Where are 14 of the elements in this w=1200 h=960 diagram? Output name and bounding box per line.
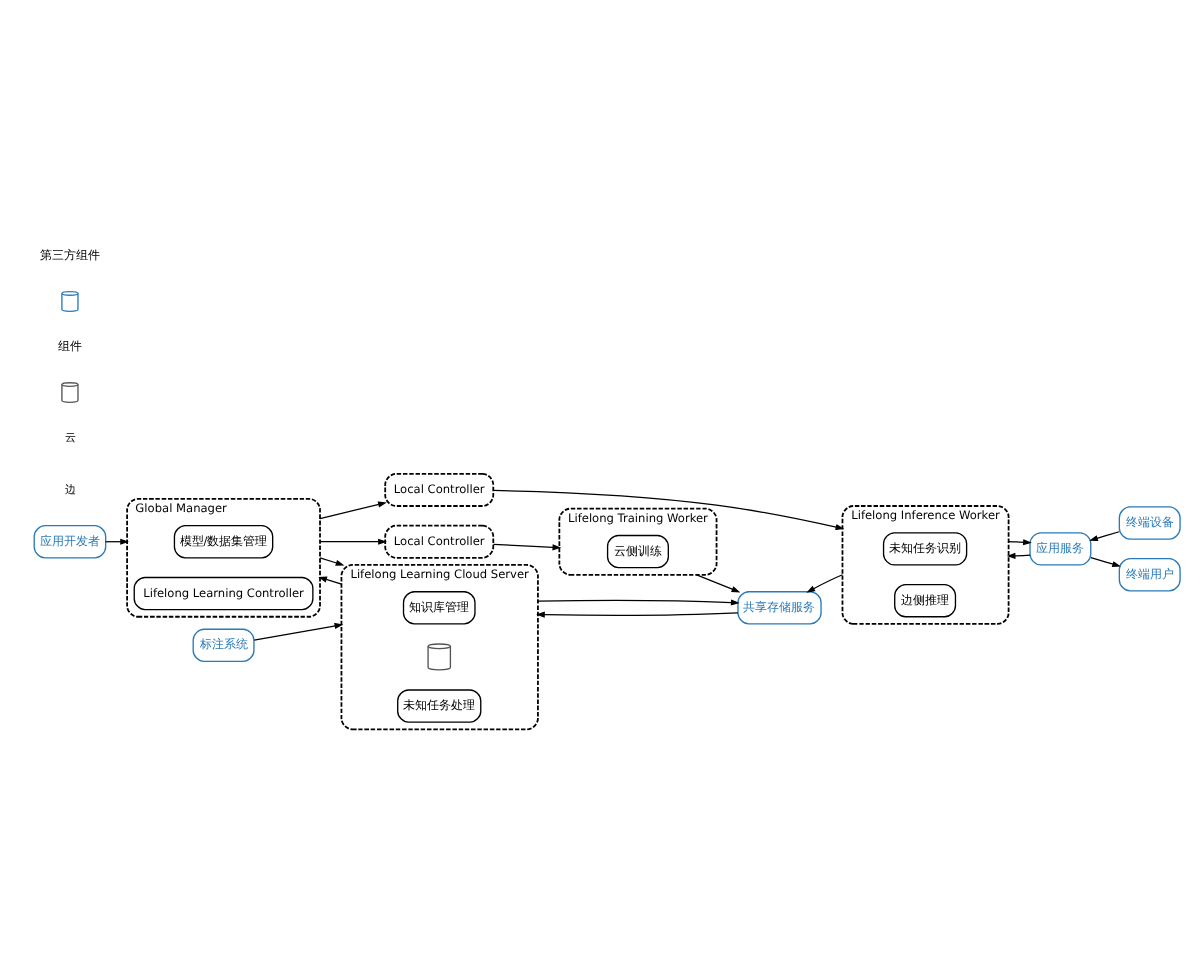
arrow xyxy=(537,598,740,605)
arrow xyxy=(253,621,344,640)
arrow xyxy=(1090,556,1122,566)
arrow xyxy=(1089,530,1120,541)
arrow xyxy=(318,575,343,584)
arrow xyxy=(319,537,387,544)
arrow xyxy=(492,542,562,550)
arrow xyxy=(695,573,741,592)
arrow xyxy=(536,610,739,617)
arrow xyxy=(319,556,345,565)
arrow xyxy=(1007,538,1032,545)
arrow xyxy=(806,573,844,592)
arrow xyxy=(492,488,845,530)
arrow xyxy=(319,500,387,519)
